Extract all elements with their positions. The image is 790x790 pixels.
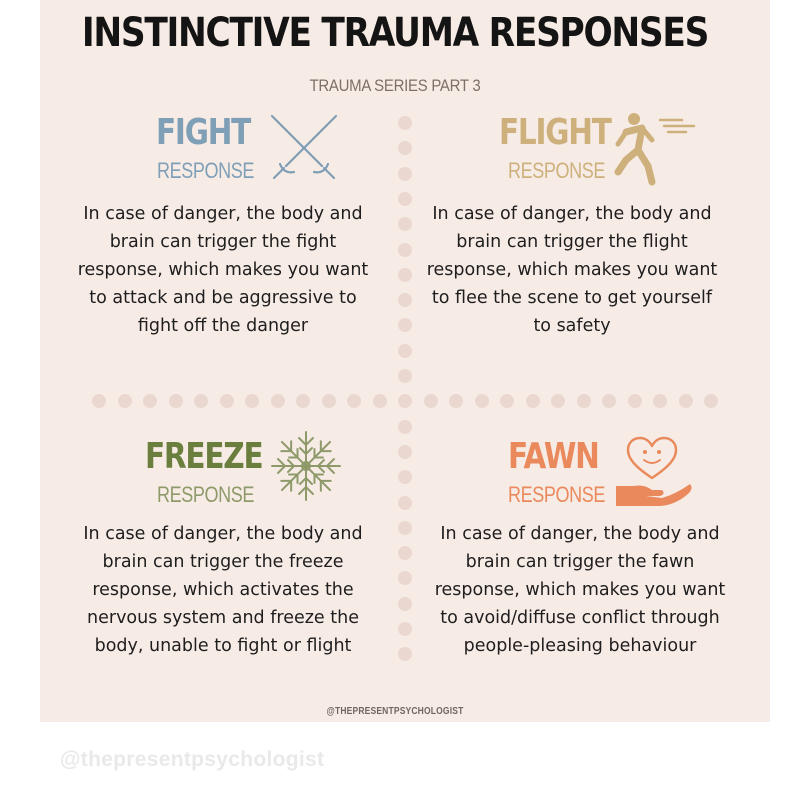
fawn-heading: FAWN bbox=[508, 436, 600, 477]
divider-dot bbox=[245, 394, 259, 408]
divider-dot bbox=[398, 267, 412, 282]
divider-dot bbox=[398, 444, 412, 459]
divider-dot bbox=[143, 394, 157, 408]
divider-dot bbox=[398, 166, 412, 181]
divider-dot bbox=[704, 394, 718, 408]
divider-dot bbox=[372, 394, 387, 408]
watermark-handle: @thepresentpsychologist bbox=[60, 748, 325, 771]
snowflake-icon bbox=[271, 431, 341, 501]
page-subtitle: TRAUMA SERIES PART 3 bbox=[309, 76, 481, 95]
divider-dot bbox=[398, 571, 412, 586]
divider-dot bbox=[398, 647, 412, 662]
divider-dot bbox=[398, 596, 412, 611]
divider-dot bbox=[678, 394, 693, 408]
flight-description: In case of danger, the body and brain ca… bbox=[426, 204, 718, 336]
freeze-heading: FREEZE bbox=[145, 436, 264, 477]
divider-dot bbox=[398, 546, 412, 561]
divider-dot bbox=[398, 343, 412, 358]
divider-dot bbox=[398, 495, 412, 510]
freeze-subheading: RESPONSE bbox=[157, 482, 254, 507]
divider-dot bbox=[398, 242, 412, 257]
divider-dot bbox=[653, 394, 667, 408]
divider-dot bbox=[398, 293, 412, 308]
divider-dot bbox=[627, 394, 642, 408]
fawn-description: In case of danger, the body and brain ca… bbox=[434, 524, 726, 656]
divider-dot bbox=[347, 394, 361, 408]
fight-subheading: RESPONSE bbox=[157, 158, 254, 183]
fight-heading: FIGHT bbox=[156, 112, 251, 153]
divider-dot bbox=[219, 394, 234, 408]
divider-dot bbox=[321, 394, 336, 408]
page-title: INSTINCTIVE TRAUMA RESPONSES bbox=[81, 10, 710, 56]
divider-dot bbox=[398, 141, 412, 156]
divider-dot bbox=[117, 394, 132, 408]
divider-dot bbox=[551, 394, 565, 408]
divider-dot bbox=[398, 369, 412, 383]
crossed-swords-icon bbox=[270, 114, 338, 180]
divider-dot bbox=[398, 116, 412, 130]
divider-dot bbox=[398, 470, 412, 485]
divider-dot bbox=[398, 520, 412, 535]
fight-description: In case of danger, the body and brain ca… bbox=[77, 204, 369, 336]
divider-dot bbox=[398, 622, 412, 636]
heart-in-hand-icon bbox=[616, 436, 692, 506]
divider-dot bbox=[449, 394, 463, 408]
divider-dot bbox=[398, 419, 412, 434]
divider-dot bbox=[398, 217, 412, 232]
divider-dot bbox=[500, 394, 514, 408]
flight-heading: FLIGHT bbox=[499, 112, 612, 153]
running-person-icon bbox=[614, 113, 696, 186]
divider-dot bbox=[576, 394, 591, 408]
divider-dot bbox=[423, 394, 438, 408]
divider-dot bbox=[398, 191, 412, 206]
divider-dot bbox=[525, 394, 540, 408]
divider-dot bbox=[194, 394, 208, 408]
divider-dot bbox=[92, 394, 106, 408]
divider-dot bbox=[602, 394, 616, 408]
credit-text: @THEPRESENTPSYCHOLOGIST bbox=[326, 706, 464, 717]
divider-dot bbox=[398, 318, 412, 333]
flight-subheading: RESPONSE bbox=[508, 158, 605, 183]
divider-dot bbox=[296, 394, 310, 408]
fawn-subheading: RESPONSE bbox=[508, 482, 605, 507]
divider-dot bbox=[270, 394, 285, 408]
freeze-description: In case of danger, the body and brain ca… bbox=[83, 524, 363, 656]
divider-dot bbox=[398, 394, 412, 408]
divider-dot bbox=[168, 394, 183, 408]
divider-dot bbox=[474, 394, 489, 408]
